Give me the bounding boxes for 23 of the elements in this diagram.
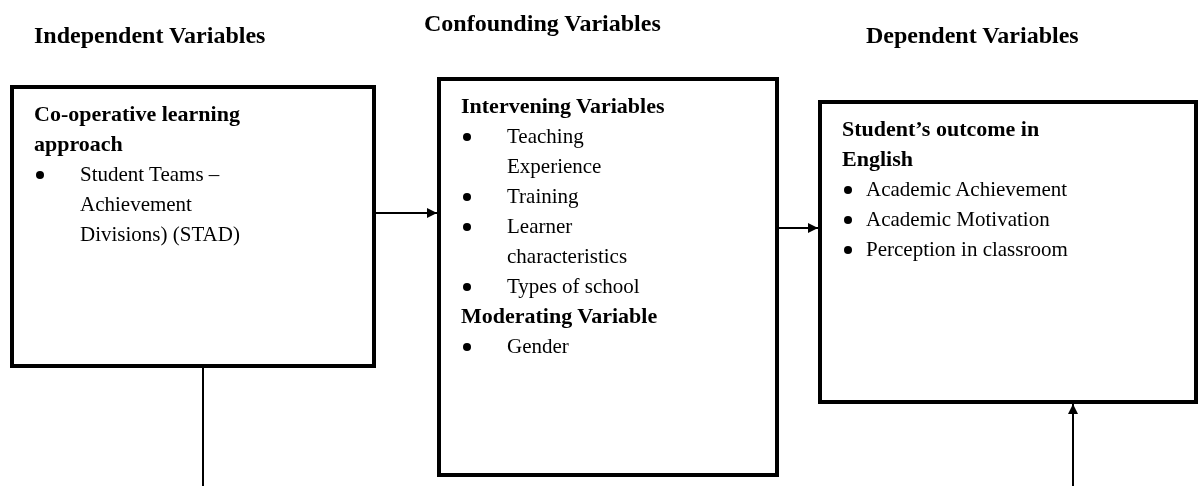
box-heading: Intervening Variables xyxy=(461,92,666,120)
arrow xyxy=(778,223,819,233)
bullet-item: Academic Achievement xyxy=(866,176,1069,203)
variable-box xyxy=(437,77,779,477)
box-heading: Co-operative learning approach xyxy=(34,100,241,158)
bullet-item: Student Teams – Achievement Divisions) (STAD) xyxy=(80,161,241,248)
bullet-item: Perception in classroom xyxy=(866,236,1069,263)
bullet-item: Types of school xyxy=(507,273,641,300)
bullet-item: Academic Motivation xyxy=(866,206,1051,233)
box-heading: Student’s outcome in English xyxy=(842,115,1041,173)
column-heading: Dependent Variables xyxy=(866,22,1079,49)
variable-box xyxy=(10,85,376,368)
arrow xyxy=(1068,403,1078,486)
bullet-item: Teaching Experience xyxy=(507,123,603,180)
variable-box xyxy=(818,100,1198,404)
bullet-item: Gender xyxy=(507,333,570,360)
bullet-item: Training xyxy=(507,183,580,210)
box-heading: Moderating Variable xyxy=(461,302,659,330)
column-heading: Confounding Variables xyxy=(424,10,661,37)
column-heading: Independent Variables xyxy=(34,22,266,49)
arrow xyxy=(375,208,438,218)
bullet-item: Learner characteristics xyxy=(507,213,629,270)
connector-line xyxy=(202,367,204,486)
